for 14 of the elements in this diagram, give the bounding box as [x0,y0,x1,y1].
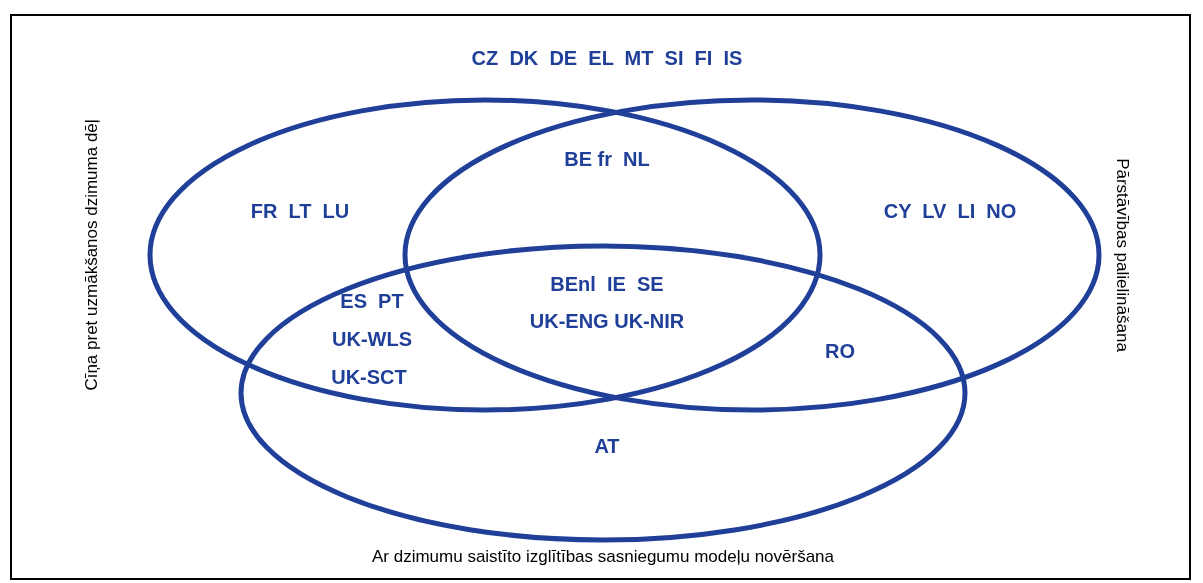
country-codes: ES PT [340,290,404,313]
country-codes: FR LT LU [250,200,350,223]
country-codes: UK-WLS [332,328,412,351]
country-codes: BEnl IE SE [550,273,664,296]
set-label: Pārstāvības palielināšana [1112,158,1132,352]
country-codes: AT [594,435,620,458]
country-codes: CY LV LI NO [883,200,1017,223]
country-codes: BE fr NL [564,148,650,171]
country-codes: UK-ENG UK-NIR [529,310,685,333]
country-codes: UK-SCT [331,366,407,389]
country-codes: RO [825,340,855,363]
country-codes: CZ DK DE EL MT SI FI IS [471,47,743,70]
set-label: Ar dzimumu saistīto izglītības sasniegumu modeļu novēršana [371,547,835,567]
set-label: Cīņa pret uzmākšanos dzimuma dēļ [82,119,102,391]
